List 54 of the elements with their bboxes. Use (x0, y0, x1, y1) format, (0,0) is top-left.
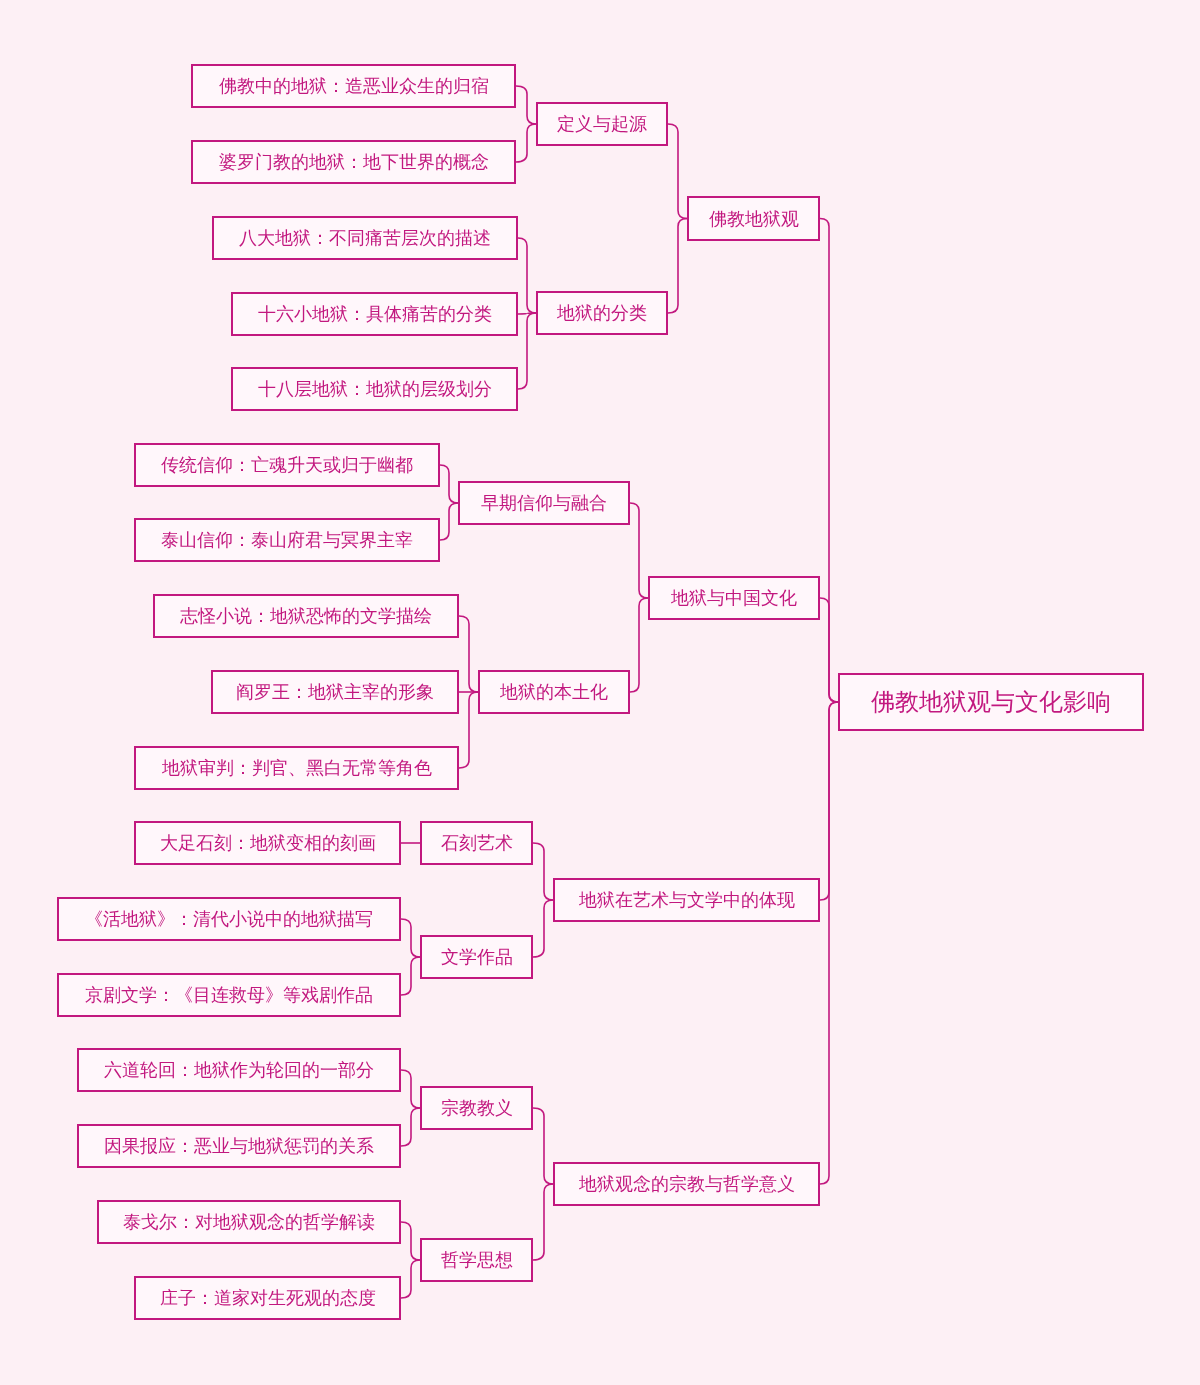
topic-box: 六道轮回：地狱作为轮回的一部分 (77, 1048, 401, 1092)
topic-box: 佛教中的地狱：造恶业众生的归宿 (191, 64, 516, 108)
connector-line (819, 701, 839, 1185)
connector-line (532, 899, 554, 958)
connector-line (517, 312, 537, 390)
topic-box: 庄子：道家对生死观的态度 (134, 1276, 401, 1320)
connector-line (667, 123, 688, 220)
topic-box: 《活地狱》：清代小说中的地狱描写 (57, 897, 401, 941)
topic-box: 石刻艺术 (420, 821, 533, 865)
connector-line (629, 597, 649, 693)
topic-box: 八大地狱：不同痛苦层次的描述 (212, 216, 518, 260)
connector-line (400, 1221, 421, 1261)
connector-line (515, 123, 537, 163)
topic-box: 大足石刻：地狱变相的刻画 (134, 821, 401, 865)
topic-box: 泰山信仰：泰山府君与冥界主宰 (134, 518, 440, 562)
topic-box: 佛教地狱观 (687, 196, 820, 241)
connector-line (819, 597, 839, 703)
connector-line (458, 691, 479, 769)
topic-box: 婆罗门教的地狱：地下世界的概念 (191, 140, 516, 184)
connector-line (532, 1183, 554, 1261)
topic-box: 地狱的分类 (536, 291, 668, 335)
topic-box: 阎罗王：地狱主宰的形象 (211, 670, 459, 714)
connector-line (400, 842, 421, 844)
connector-line (515, 85, 537, 125)
topic-box: 地狱的本土化 (478, 670, 630, 714)
connector-line (400, 1259, 421, 1299)
connector-line (532, 842, 554, 901)
connector-line (400, 918, 421, 958)
topic-box: 十八层地狱：地狱的层级划分 (231, 367, 518, 411)
topic-box: 文学作品 (420, 935, 533, 979)
topic-box: 泰戈尔：对地狱观念的哲学解读 (97, 1200, 401, 1244)
topic-box: 十六小地狱：具体痛苦的分类 (231, 292, 518, 336)
topic-box: 地狱观念的宗教与哲学意义 (553, 1162, 820, 1206)
connector-line (400, 1069, 421, 1109)
topic-box: 早期信仰与融合 (458, 481, 630, 525)
topic-box: 志怪小说：地狱恐怖的文学描绘 (153, 594, 459, 638)
topic-box: 宗教教义 (420, 1086, 533, 1130)
topic-box: 地狱与中国文化 (648, 576, 820, 620)
topic-box: 地狱在艺术与文学中的体现 (553, 878, 820, 922)
topic-box: 传统信仰：亡魂升天或归于幽都 (134, 443, 440, 487)
connector-line (667, 217, 688, 314)
topic-box: 京剧文学：《目连救母》等戏剧作品 (57, 973, 401, 1017)
connector-line (458, 691, 479, 693)
topic-box: 定义与起源 (536, 102, 668, 146)
connector-line (400, 1107, 421, 1147)
root-topic-box: 佛教地狱观与文化影响 (838, 673, 1144, 731)
topic-box: 哲学思想 (420, 1238, 533, 1282)
connector-line (400, 956, 421, 996)
topic-box: 因果报应：恶业与地狱惩罚的关系 (77, 1124, 401, 1168)
connector-line (629, 502, 649, 599)
connector-line (517, 312, 537, 315)
connector-line (439, 502, 459, 541)
topic-box: 地狱审判：判官、黑白无常等角色 (134, 746, 459, 790)
connector-line (532, 1107, 554, 1185)
